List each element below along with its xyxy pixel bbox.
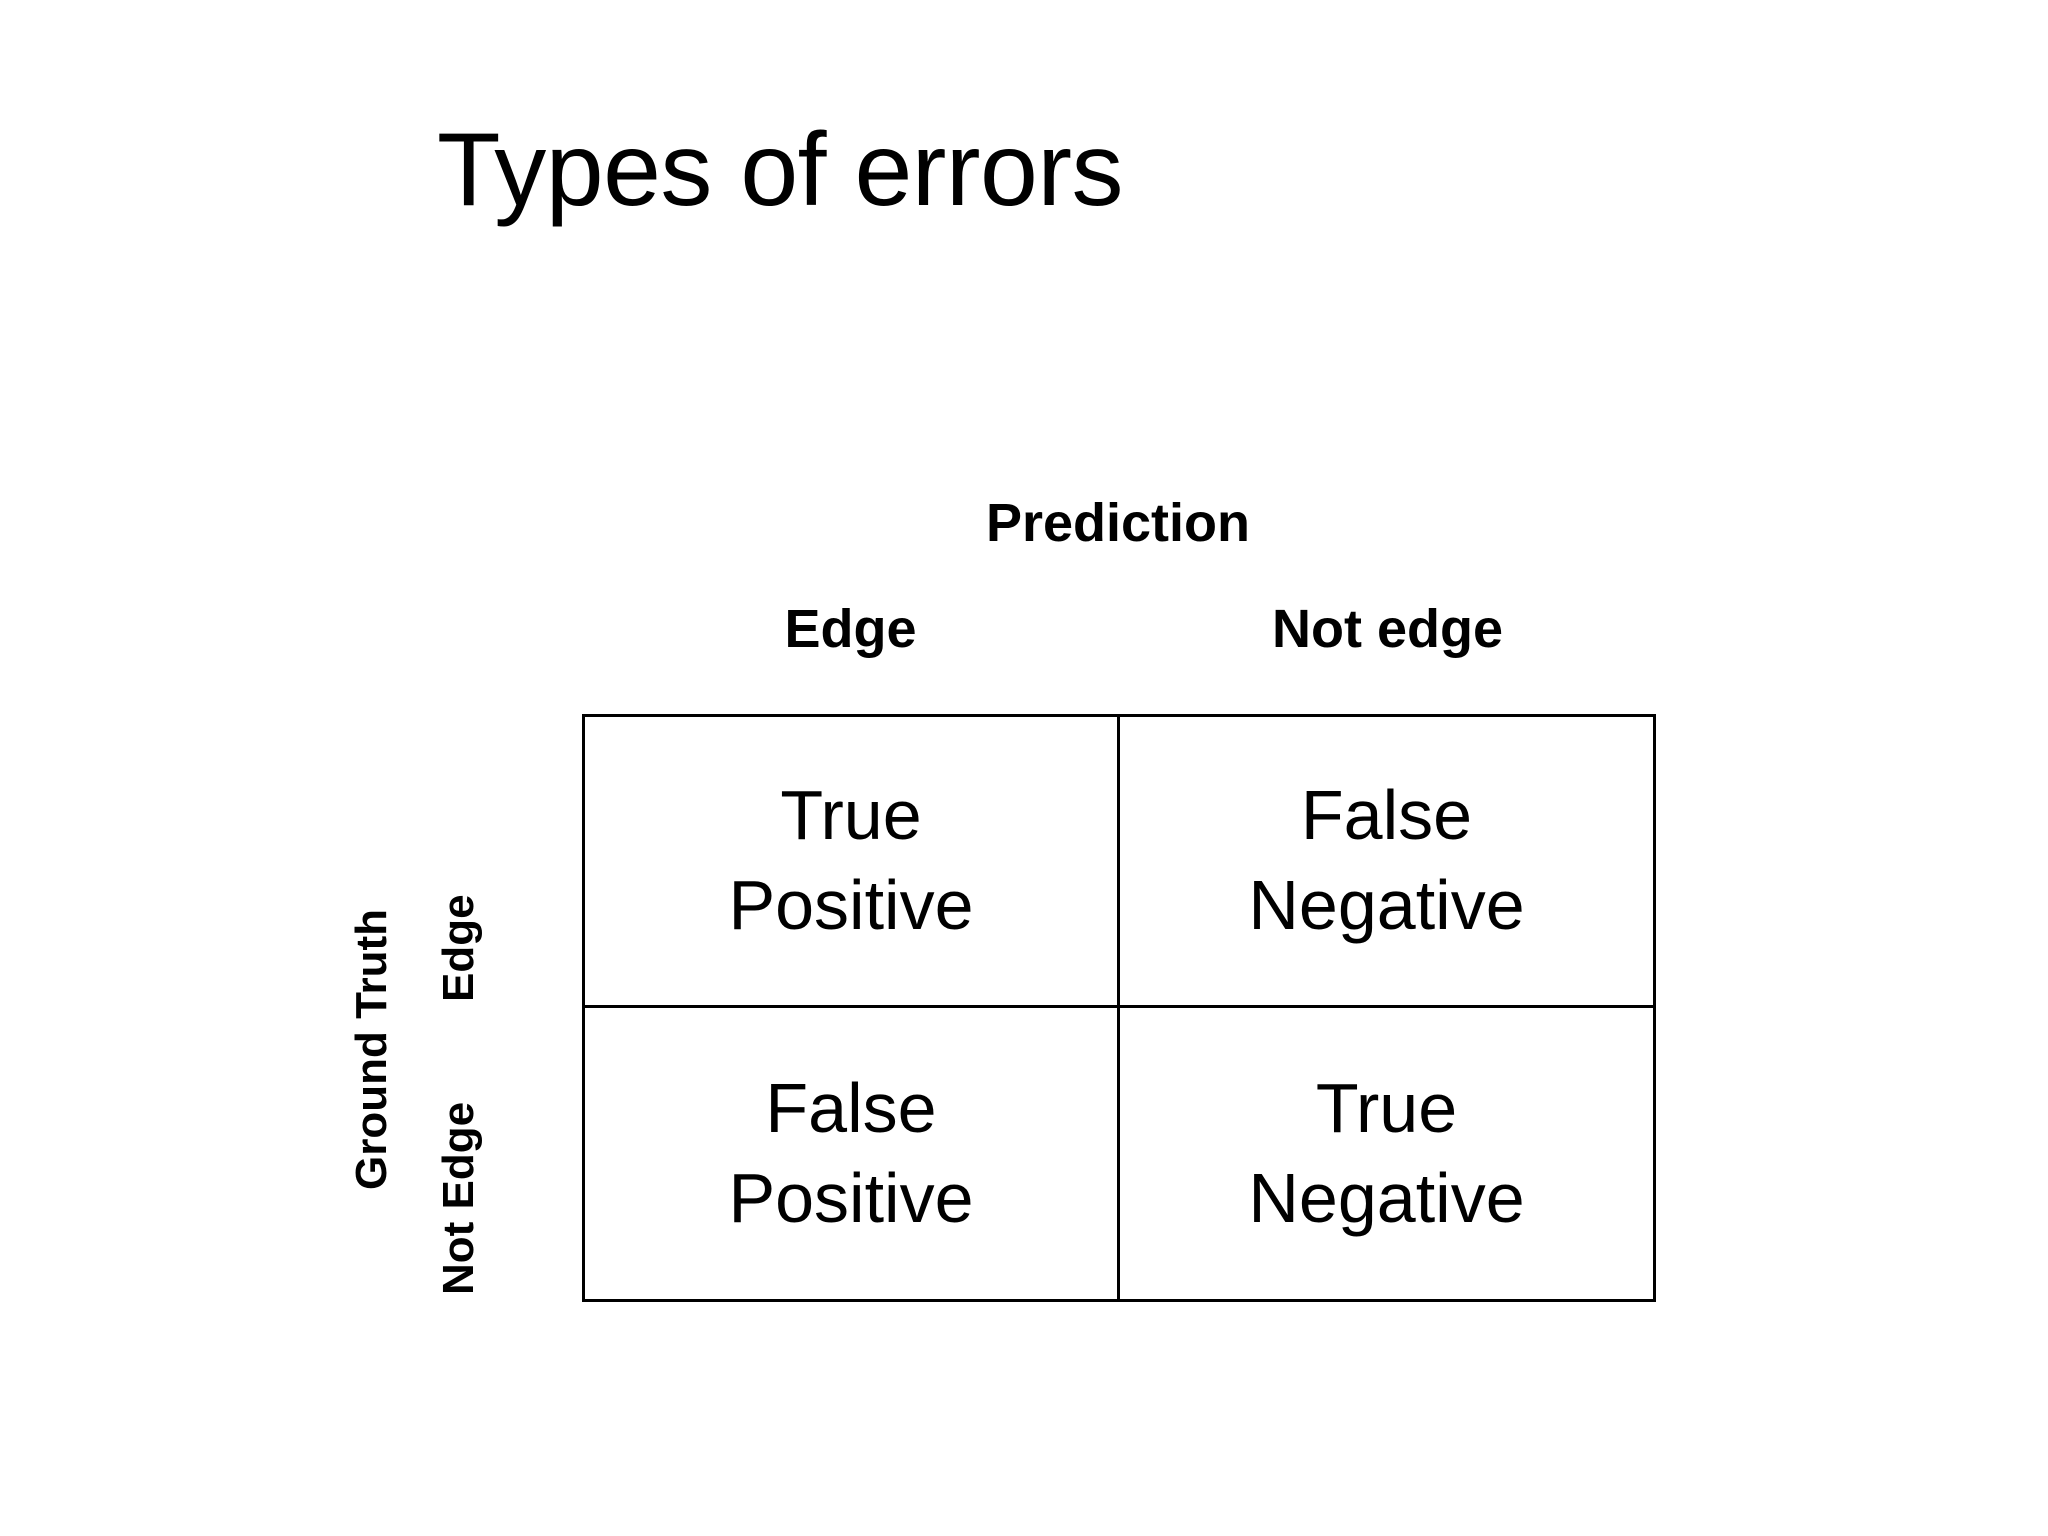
cell-false-negative-line1: False: [1300, 776, 1473, 855]
row-header-edge: Edge: [434, 894, 483, 1002]
row-header-not-edge: Not Edge: [434, 1101, 483, 1295]
cell-true-positive-line2: Positive: [728, 866, 974, 944]
page-title: Types of errors: [436, 112, 1124, 228]
cell-true-positive: True Positive: [585, 717, 1120, 1008]
column-header-not-edge: Not edge: [1271, 599, 1503, 659]
cell-true-negative-line1: True: [1315, 1068, 1458, 1147]
cell-false-negative: False Negative: [1120, 717, 1653, 1008]
cell-false-positive: False Positive: [585, 1008, 1120, 1299]
cell-false-positive-line2: Positive: [728, 1158, 974, 1237]
cell-false-positive-line1: False: [765, 1068, 937, 1147]
cell-true-positive-line1: True: [780, 776, 922, 855]
ground-truth-axis-label: Ground Truth: [347, 908, 396, 1190]
cell-false-negative-line2: Negative: [1248, 866, 1525, 944]
cell-true-negative: True Negative: [1120, 1008, 1653, 1299]
prediction-axis-label: Prediction: [985, 493, 1251, 553]
column-header-row: Edge Not edge: [582, 602, 1656, 656]
confusion-matrix-table: True Positive False Negative False Posit…: [582, 714, 1656, 1302]
cell-true-negative-line2: Negative: [1248, 1158, 1525, 1237]
column-header-edge: Edge: [784, 599, 917, 659]
